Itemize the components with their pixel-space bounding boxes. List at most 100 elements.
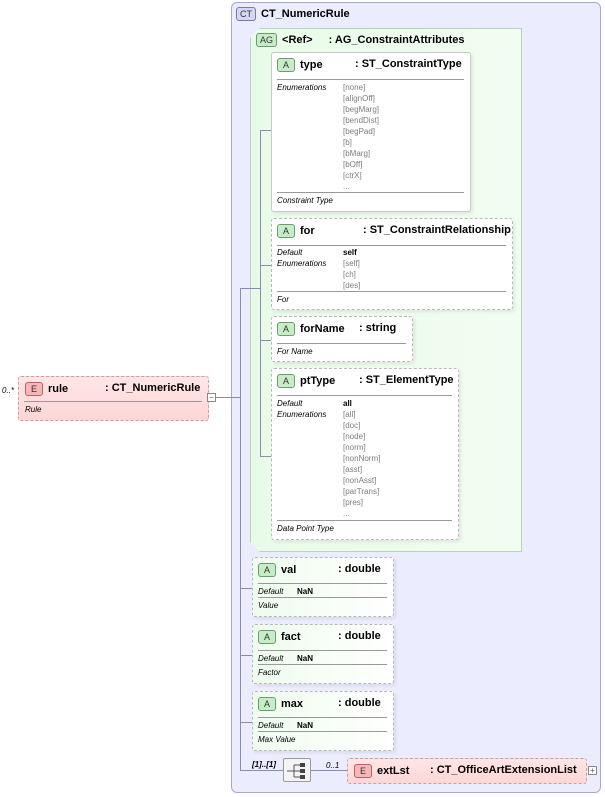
collapse-toggle[interactable]: − [207, 393, 216, 402]
enumerations-label: Enumerations [277, 259, 327, 268]
complex-type-badge: CT [236, 7, 256, 21]
attribute-type-name: : ST_ElementType [359, 374, 454, 386]
attribute-forname[interactable]: A forName : string For Name [271, 316, 413, 362]
attribute-doc: Data Point Type [277, 524, 334, 533]
element-name: rule [48, 383, 69, 395]
complex-type-header: CT CT_NumericRule [236, 7, 350, 21]
separator [258, 583, 387, 584]
attribute-badge: A [258, 697, 276, 711]
enumeration-item: [begMarg] [343, 105, 380, 114]
separator [277, 291, 506, 292]
element-rule[interactable]: E rule : CT_NumericRule Rule [18, 376, 209, 421]
pttype-connector [260, 456, 271, 457]
enumeration-list: [all] [doc] [node] [norm] [nonNorm] [ass… [343, 409, 380, 519]
default-label: Default [258, 721, 284, 730]
enumeration-item: [ch] [343, 270, 356, 279]
separator [258, 717, 387, 718]
attribute-badge: A [277, 374, 295, 388]
element-type: : CT_NumericRule [105, 382, 201, 394]
enumeration-item: [all] [343, 410, 356, 419]
enumeration-item: [none] [343, 83, 366, 92]
extlst-connector [311, 770, 347, 771]
default-label: Default [277, 399, 303, 408]
enumeration-item: [doc] [343, 421, 361, 430]
element-name: extLst [377, 765, 410, 777]
enumeration-item: [alignOff] [343, 94, 375, 103]
sequence-icon [287, 763, 305, 779]
enumeration-item: [norm] [343, 443, 366, 452]
enumeration-list: [self] [ch] [des] [343, 258, 360, 291]
enumeration-item: [nonNorm] [343, 454, 381, 463]
default-value: all [343, 399, 352, 408]
max-connector [240, 722, 252, 723]
attribute-name: type [300, 59, 323, 71]
separator [258, 664, 387, 665]
for-connector [260, 265, 271, 266]
default-label: Default [277, 248, 303, 257]
sequence-compositor[interactable] [283, 758, 311, 782]
attribute-name: ptType [300, 375, 336, 387]
element-type: : CT_OfficeArtExtensionList [430, 764, 577, 776]
element-doc: Rule [25, 405, 42, 414]
default-label: Default [258, 654, 284, 663]
attribute-type-name: : double [338, 630, 381, 642]
element-extlst[interactable]: E extLst : CT_OfficeArtExtensionList [347, 758, 587, 784]
separator [277, 79, 464, 80]
sequence-connector [240, 770, 283, 771]
separator [277, 520, 452, 521]
enumeration-list: [none] [alignOff] [begMarg] [bendDist] [… [343, 82, 379, 192]
attribute-badge: A [277, 224, 295, 238]
attribute-type-name: : ST_ConstraintRelationship [363, 224, 511, 236]
separator [277, 343, 406, 344]
attribute-val[interactable]: A val : double Default NaN Value [252, 557, 394, 617]
attribute-doc: For [277, 295, 289, 304]
attribute-name: max [281, 698, 304, 710]
attribute-pttype[interactable]: A ptType : ST_ElementType Default all En… [271, 368, 459, 540]
expand-toggle[interactable]: + [588, 766, 597, 775]
sequence-occurrence: [1]..[1] [252, 760, 276, 769]
main-branch-line [240, 288, 241, 770]
attribute-doc: Factor [258, 668, 281, 677]
enumeration-item: [asst] [343, 465, 363, 474]
attribute-doc: Max Value [258, 735, 296, 744]
attribute-group-header: AG <Ref> : AG_ConstraintAttributes [256, 33, 464, 47]
enumeration-item: [des] [343, 281, 361, 290]
attribute-type-name: : ST_ConstraintType [355, 58, 462, 70]
default-label: Default [258, 587, 284, 596]
enumeration-item: [node] [343, 432, 366, 441]
attribute-type[interactable]: A type : ST_ConstraintType Enumerations … [271, 52, 471, 212]
enumeration-item: [parTrans] [343, 487, 380, 496]
ag-connector [240, 288, 260, 289]
fact-connector [240, 655, 252, 656]
enumeration-item: [bMarg] [343, 149, 371, 158]
enumeration-item: [pres] [343, 498, 364, 507]
separator [277, 245, 506, 246]
enumeration-item: ... [343, 182, 350, 191]
attribute-group-badge: AG [256, 33, 278, 47]
attribute-name: val [281, 564, 297, 576]
attribute-name: for [300, 225, 315, 237]
attribute-type-name: : double [338, 697, 381, 709]
attribute-name: forName [300, 323, 345, 335]
attribute-group-ref: <Ref> [282, 34, 313, 46]
attribute-doc: Constraint Type [277, 196, 333, 205]
separator [277, 395, 452, 396]
element-badge: E [354, 764, 372, 778]
attribute-doc: For Name [277, 347, 313, 356]
default-value: self [343, 248, 357, 257]
attribute-fact[interactable]: A fact : double Default NaN Factor [252, 624, 394, 684]
default-value: NaN [297, 654, 314, 663]
root-occurrence: 0..* [2, 386, 15, 395]
attribute-for[interactable]: A for : ST_ConstraintRelationship Defaul… [271, 218, 513, 310]
enumerations-label: Enumerations [277, 83, 327, 92]
enumerations-label: Enumerations [277, 410, 327, 419]
separator [277, 192, 464, 193]
attribute-max[interactable]: A max : double Default NaN Max Value [252, 691, 394, 751]
attribute-group-type: : AG_ConstraintAttributes [328, 34, 465, 46]
separator [258, 597, 387, 598]
attribute-type-name: : double [338, 563, 381, 575]
default-value: NaN [297, 721, 314, 730]
enumeration-item: [nonAsst] [343, 476, 377, 485]
enumeration-item: [bendDist] [343, 116, 380, 125]
enumeration-item: [ctrX] [343, 171, 362, 180]
